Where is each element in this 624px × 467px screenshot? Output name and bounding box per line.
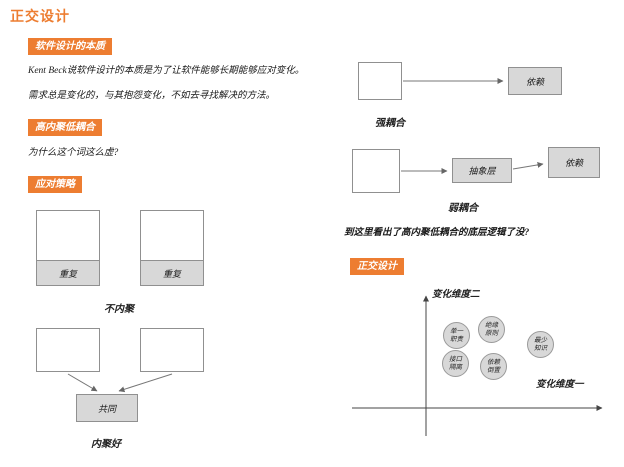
arrow-abstraction-to-dep <box>512 161 544 170</box>
bubble-text: 最少 <box>534 337 547 345</box>
essence-paragraph-2: 需求总是变化的，与其抱怨变化，不如去寻找解决的方法。 <box>28 91 276 101</box>
principle-bubble-insulation: 绝缘 原则 <box>478 316 505 343</box>
section-badge-strategy: 应对策略 <box>28 176 82 193</box>
caption-not-cohesive: 不内聚 <box>104 304 134 315</box>
bubble-text: 接口 <box>449 356 462 364</box>
bubble-text: 单一 <box>450 328 463 336</box>
question-text: 到这里看出了高内聚低耦合的底层逻辑了没? <box>344 228 530 238</box>
client-box-weak <box>352 149 400 193</box>
bubble-text: 职责 <box>450 335 463 343</box>
bubble-text: 原则 <box>485 329 498 337</box>
bubble-text: 知识 <box>534 344 547 352</box>
module-box-a: 重复 <box>36 210 100 286</box>
module-box-b: 重复 <box>140 210 204 286</box>
abstraction-box: 抽象层 <box>452 158 512 183</box>
bubble-text: 依赖 <box>487 359 500 367</box>
bubble-text: 倒置 <box>487 366 500 374</box>
principle-bubble-isp: 接口 隔离 <box>442 350 469 377</box>
section-badge-essence: 软件设计的本质 <box>28 38 112 55</box>
duplicate-label-b: 重复 <box>140 260 204 286</box>
bubble-text: 隔离 <box>449 363 462 371</box>
section-badge-cohesion: 高内聚低耦合 <box>28 119 102 136</box>
x-axis-label: 变化维度一 <box>536 380 584 390</box>
principle-bubble-srp: 单一 职责 <box>443 322 470 349</box>
caption-weak-coupling: 弱耦合 <box>448 203 478 214</box>
module-box-d <box>140 328 204 372</box>
arrow-cohesive-left <box>67 373 98 392</box>
client-box-strong <box>358 62 402 100</box>
shared-box: 共同 <box>76 394 138 422</box>
arrow-cohesive-right <box>118 373 173 393</box>
dependency-box-strong: 依赖 <box>508 67 562 95</box>
essence-paragraph-1: Kent Beck说软件设计的本质是为了让软件能够长期能够应对变化。 <box>28 66 305 76</box>
principle-bubble-dip: 依赖 倒置 <box>480 353 507 380</box>
module-box-c <box>36 328 100 372</box>
principle-bubble-least-knowledge: 最少 知识 <box>527 331 554 358</box>
section-badge-orthogonal: 正交设计 <box>350 258 404 275</box>
duplicate-label-a: 重复 <box>36 260 100 286</box>
cohesion-paragraph: 为什么这个词这么虚? <box>28 148 119 158</box>
bubble-text: 绝缘 <box>485 322 498 330</box>
caption-cohesive: 内聚好 <box>91 439 121 450</box>
dependency-box-weak: 依赖 <box>548 147 600 178</box>
caption-strong-coupling: 强耦合 <box>375 118 405 129</box>
page-title: 正交设计 <box>10 10 70 25</box>
y-axis-label: 变化维度二 <box>432 290 480 300</box>
